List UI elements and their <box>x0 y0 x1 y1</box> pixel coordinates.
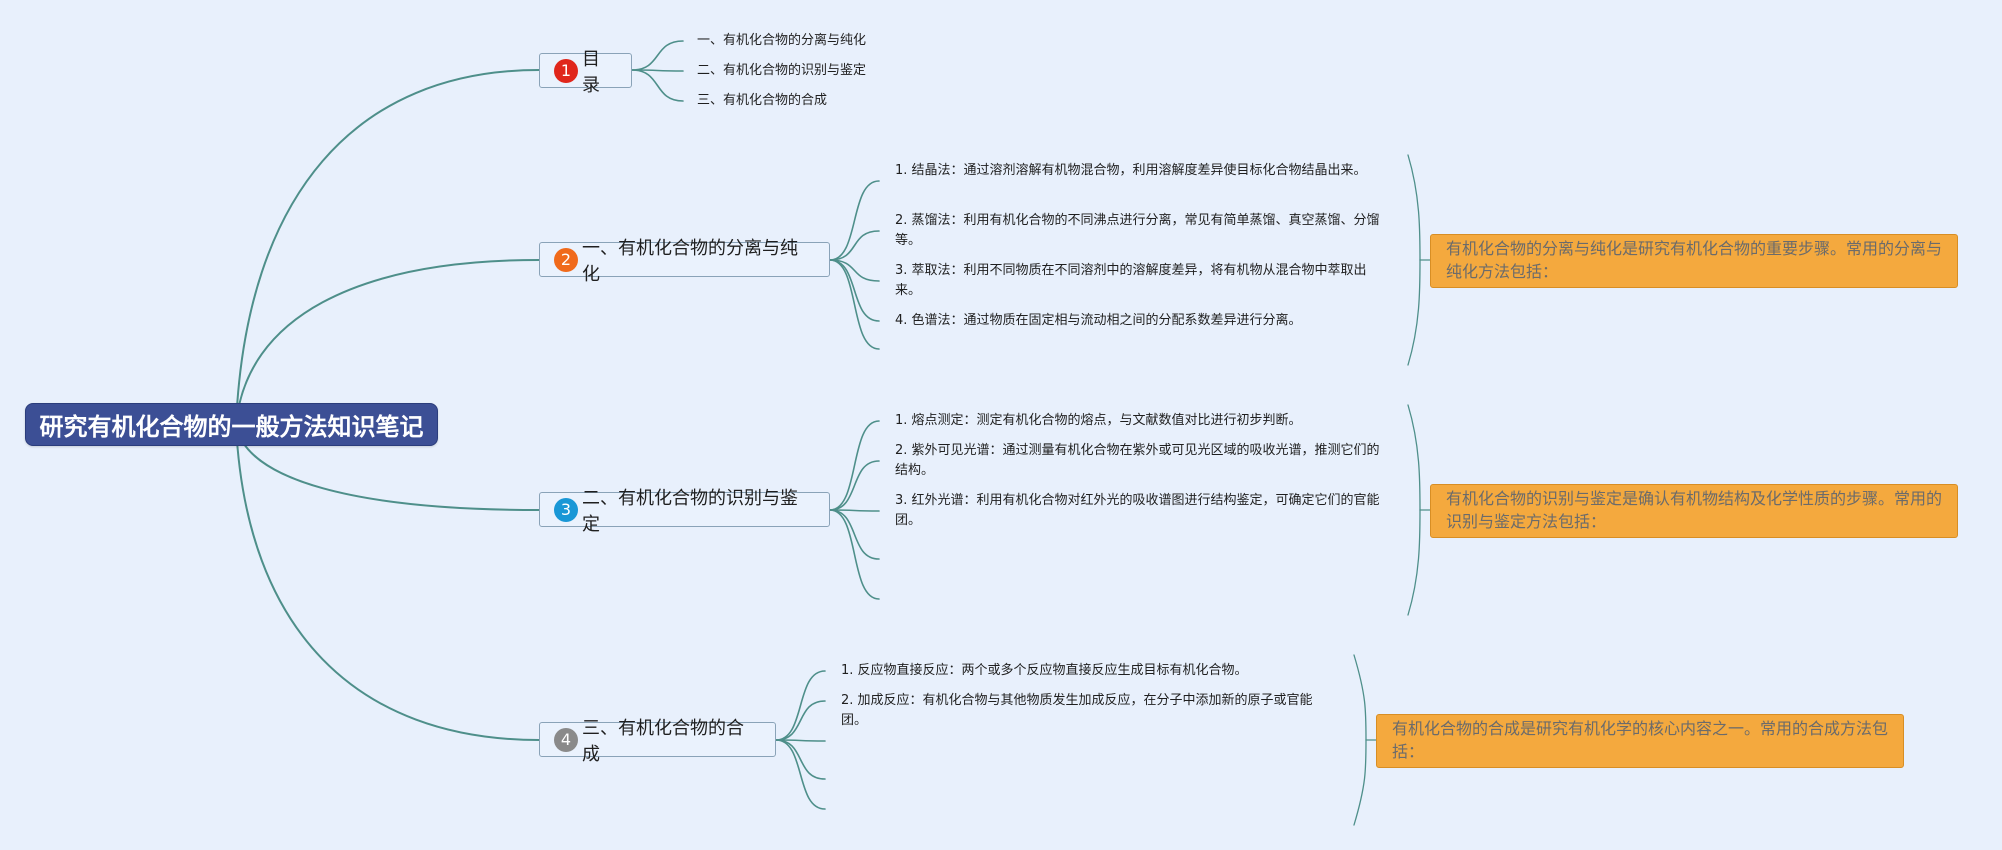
priority-1-icon: 1 <box>554 58 578 83</box>
child-branch-line <box>829 509 880 512</box>
summary-bracket <box>1407 259 1421 366</box>
summary-bracket <box>1407 509 1421 616</box>
method-item[interactable]: 2. 紫外可见光谱：通过测量有机化合物在紫外或可见光区域的吸收光谱，推测它们的结… <box>895 443 1380 478</box>
method-item[interactable]: 1. 结晶法：通过溶剂溶解有机物混合物，利用溶解度差异使目标化合物结晶出来。 <box>895 163 1367 178</box>
summary-callout[interactable]: 有机化合物的识别与鉴定是确认有机物结构及化学性质的步骤。常用的识别与鉴定方法包括… <box>1430 484 1958 538</box>
method-item[interactable]: 4. 色谱法：通过物质在固定相与流动相之间的分配系数差异进行分离。 <box>895 313 1302 328</box>
child-branch-line <box>829 509 880 560</box>
method-item[interactable]: 2. 蒸馏法：利用有机化合物的不同沸点进行分离，常见有简单蒸馏、真空蒸馏、分馏等… <box>895 213 1380 248</box>
contents-item[interactable]: 二、有机化合物的识别与鉴定 <box>697 63 867 78</box>
child-branch-line <box>829 259 880 282</box>
method-item[interactable]: 1. 反应物直接反应：两个或多个反应物直接反应生成目标有机化合物。 <box>841 663 1248 678</box>
topic-synthesis[interactable]: 4 三、有机化合物的合成 <box>539 718 776 765</box>
root-title: 研究有机化合物的一般方法知识笔记 <box>39 413 424 441</box>
summary-callout[interactable]: 有机化合物的合成是研究有机化学的核心内容之一。常用的合成方法包括： <box>1376 714 1904 768</box>
topic-label: 目录 <box>582 48 600 96</box>
priority-3-icon: 3 <box>554 497 578 522</box>
topic-label: 一、有机化合物的分离与纯化 <box>582 237 798 285</box>
root-branch-line <box>235 259 540 426</box>
child-branch-line <box>829 230 880 261</box>
child-branch-line <box>829 180 880 261</box>
method-item[interactable]: 3. 红外光谱：利用有机化合物对红外光的吸收谱图进行结构鉴定，可确定它们的官能团… <box>895 493 1380 528</box>
priority-4-icon: 4 <box>554 727 578 752</box>
child-branch-line <box>775 739 826 742</box>
summary-bracket <box>1353 654 1367 741</box>
child-branch-line <box>775 670 826 741</box>
topic-label: 二、有机化合物的识别与鉴定 <box>582 487 798 535</box>
contents-item[interactable]: 一、有机化合物的分离与纯化 <box>697 33 867 48</box>
contents-item[interactable]: 三、有机化合物的合成 <box>697 93 828 108</box>
child-branch-line <box>829 259 880 322</box>
topic-contents[interactable]: 1 目录 <box>539 49 632 96</box>
child-branch-line <box>829 420 880 511</box>
child-branch-line <box>631 40 684 71</box>
child-branch-line <box>775 739 826 810</box>
child-branch-line <box>775 700 826 741</box>
root-branch-line <box>235 424 540 741</box>
child-branch-line <box>829 460 880 511</box>
priority-2-icon: 2 <box>554 247 578 272</box>
summary-bracket <box>1407 404 1421 511</box>
method-item[interactable]: 3. 萃取法：利用不同物质在不同溶剂中的溶解度差异，将有机物从混合物中萃取出来。 <box>895 263 1367 298</box>
topic-label: 三、有机化合物的合成 <box>582 717 744 765</box>
root-topic[interactable]: 研究有机化合物的一般方法知识笔记 <box>25 403 438 446</box>
method-item[interactable]: 2. 加成反应：有机化合物与其他物质发生加成反应，在分子中添加新的原子或官能团。 <box>841 693 1313 728</box>
summary-callout[interactable]: 有机化合物的分离与纯化是研究有机化合物的重要步骤。常用的分离与纯化方法包括： <box>1430 234 1958 288</box>
summary-bracket <box>1353 739 1367 826</box>
child-branch-line <box>829 509 880 600</box>
child-branch-line <box>631 69 684 102</box>
child-branch-line <box>829 259 880 350</box>
topic-separation-purification[interactable]: 2 一、有机化合物的分离与纯化 <box>539 238 830 285</box>
root-branch-line <box>235 69 540 426</box>
summary-bracket <box>1407 154 1421 261</box>
method-item[interactable]: 1. 熔点测定：测定有机化合物的熔点，与文献数值对比进行初步判断。 <box>895 413 1302 428</box>
topic-identification[interactable]: 3 二、有机化合物的识别与鉴定 <box>539 488 830 535</box>
